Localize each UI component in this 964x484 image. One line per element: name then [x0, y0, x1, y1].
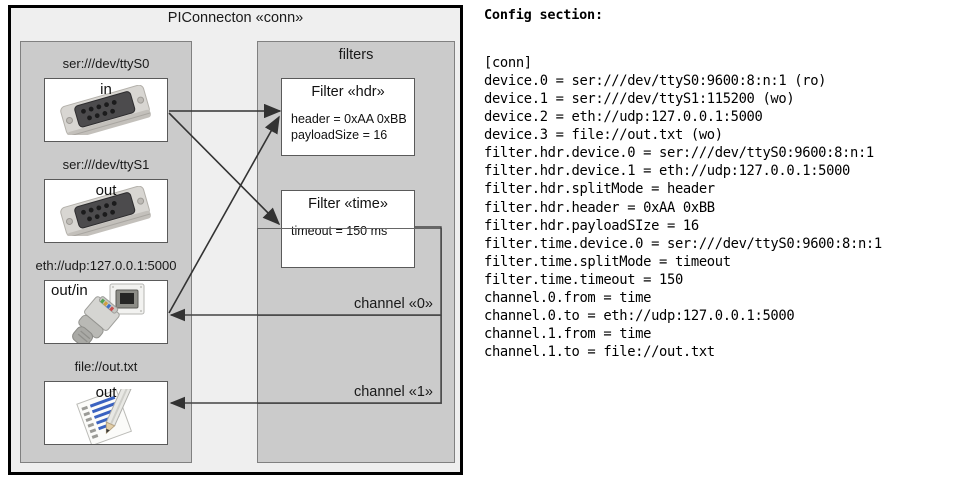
text-document-pencil-icon [45, 382, 167, 444]
filter-hdr-title: Filter «hdr» [311, 84, 385, 100]
device-box-file[interactable]: out [44, 381, 168, 445]
device-label-ttys0: ser:///dev/ttyS0 [62, 56, 150, 71]
channel-1-label: channel «1» [353, 384, 433, 400]
filter-hdr-attr-payload: payloadSize = 16 [291, 128, 388, 142]
channel-0-label: channel «0» [353, 296, 433, 312]
device-direction-ttys0: in [100, 81, 112, 98]
device-label-file: file://out.txt [74, 359, 138, 374]
device-direction-file: out [95, 384, 117, 401]
filter-hdr-attrs: header = 0xAA 0xBB payloadSize = 16 [291, 111, 410, 143]
channel-box-1: channel «1» [257, 315, 442, 404]
filter-time-title: Filter «time» [308, 196, 388, 212]
device-direction-ttys1: out [95, 182, 117, 199]
device-direction-eth: out/in [51, 282, 88, 299]
filter-box-hdr[interactable]: Filter «hdr» header = 0xAA 0xBB payloadS… [281, 78, 415, 156]
filter-hdr-attr-header: header = 0xAA 0xBB [291, 112, 407, 126]
serial-db9-connector-icon [45, 180, 167, 242]
architecture-diagram: PIConnecton «conn» ser:///dev/ttyS0 in [0, 0, 474, 484]
config-section: Config section: [conn] device.0 = ser://… [481, 0, 964, 484]
config-heading: Config section: [484, 7, 603, 23]
channel-box-0: channel «0» [257, 228, 442, 316]
filters-panel-title: filters [338, 47, 374, 63]
diagram-title: PIConnecton «conn» [167, 10, 304, 26]
device-box-eth[interactable]: out/in [44, 280, 168, 344]
serial-db9-connector-icon [45, 79, 167, 141]
config-text-block: [conn] device.0 = ser:///dev/ttyS0:9600:… [484, 54, 882, 361]
device-label-eth: eth://udp:127.0.0.1:5000 [35, 258, 177, 273]
device-box-ttys0[interactable]: in [44, 78, 168, 142]
device-label-ttys1: ser:///dev/ttyS1 [62, 157, 150, 172]
device-box-ttys1[interactable]: out [44, 179, 168, 243]
ethernet-rj45-icon [45, 281, 167, 343]
